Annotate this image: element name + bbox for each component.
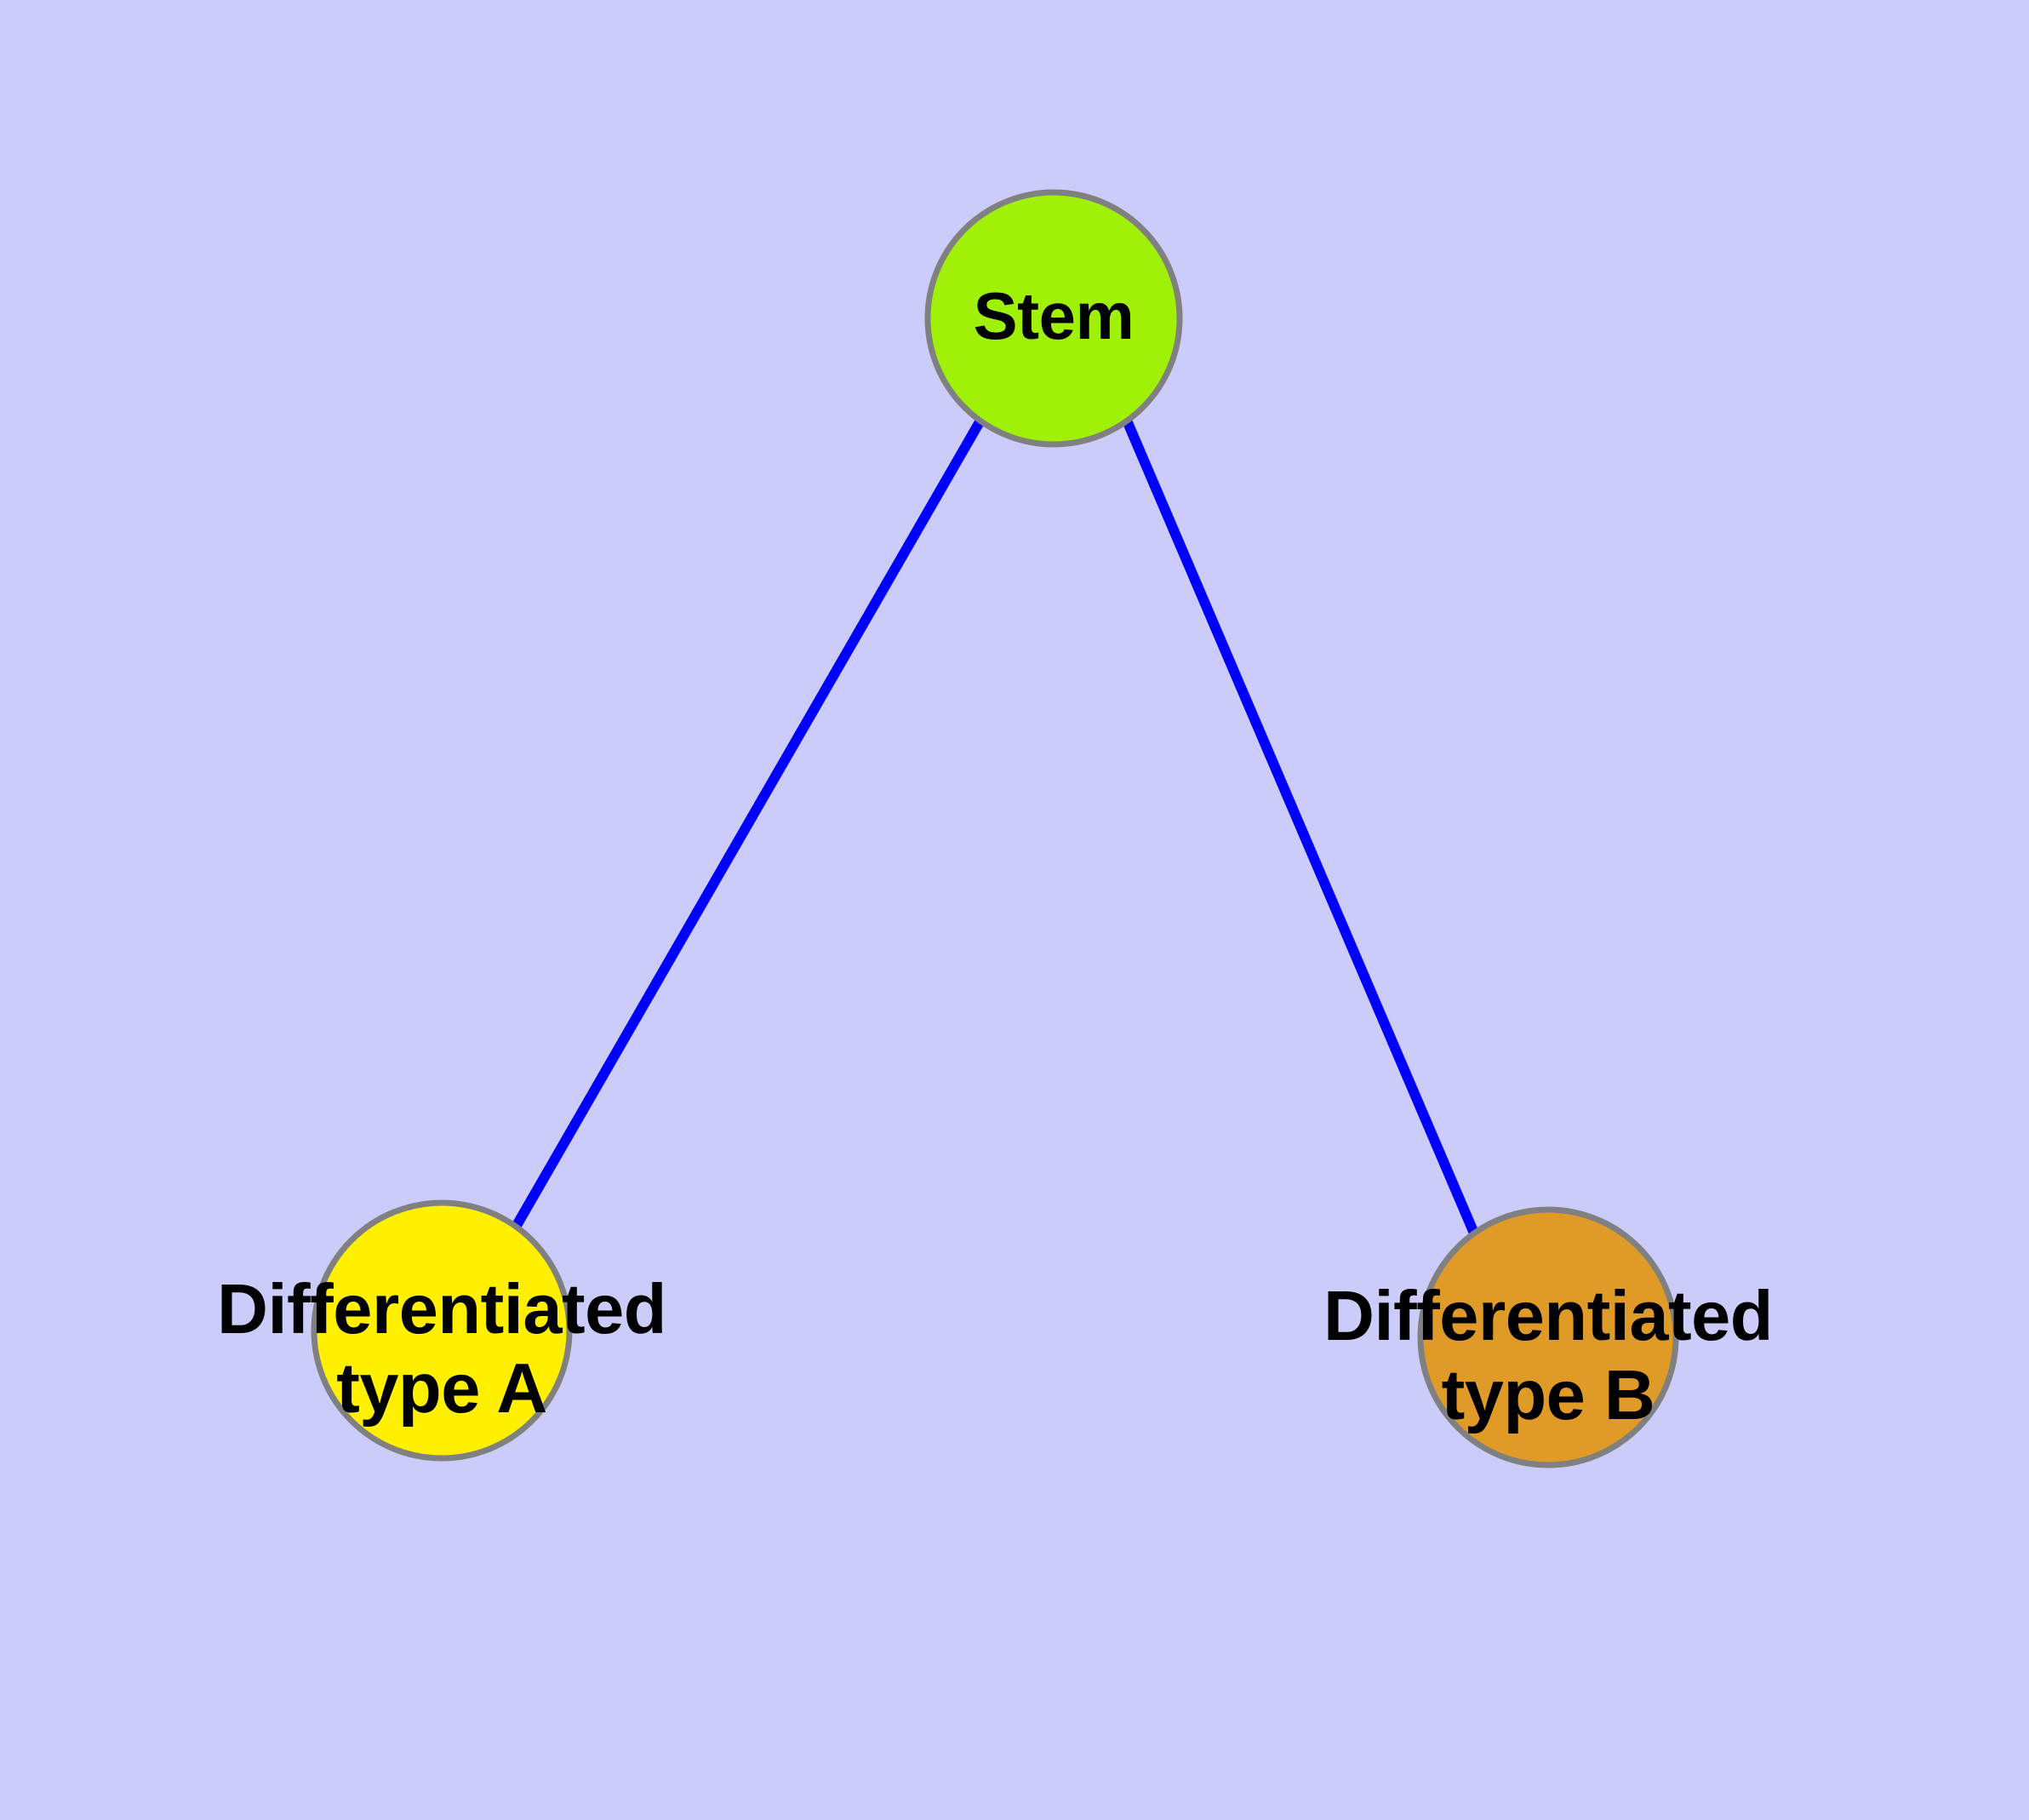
node-differentiated-type-a[interactable]	[311, 1199, 573, 1462]
node-layer	[311, 189, 1679, 1468]
edge-stem-to-diff-a[interactable]	[510, 418, 986, 1231]
edge-stem-to-diff-b[interactable]	[1122, 418, 1480, 1238]
node-differentiated-type-b[interactable]	[1417, 1206, 1679, 1468]
edge-layer	[510, 418, 1480, 1238]
node-stem[interactable]	[924, 189, 1183, 448]
